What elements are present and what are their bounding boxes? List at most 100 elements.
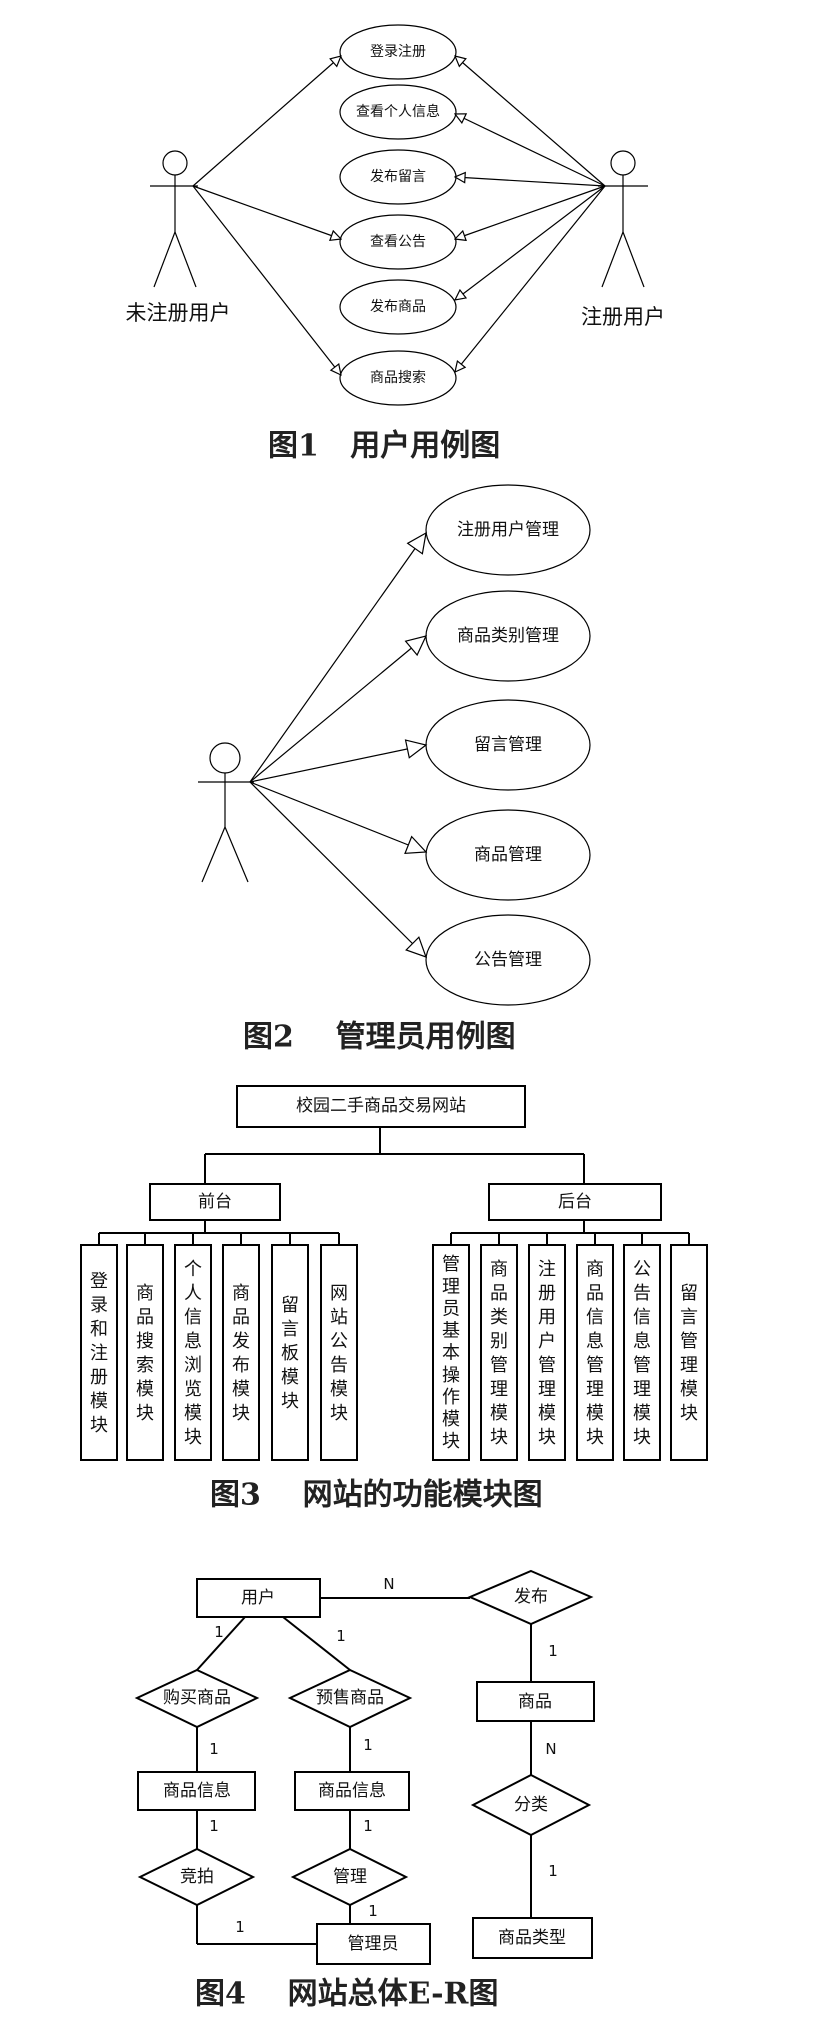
front-module-label: 个人信息浏览模块 <box>184 1259 202 1448</box>
root-box <box>236 1085 526 1128</box>
figure-4-caption: 图4 网站总体E-R图 <box>195 1977 498 2012</box>
front-module-label: 留言板模块 <box>281 1295 299 1412</box>
front-module-label: 商品发布模块 <box>232 1283 250 1424</box>
usecase-ellipse <box>339 350 457 406</box>
usecase-ellipse <box>339 214 457 270</box>
front-module-label: 网站公告模块 <box>330 1283 348 1424</box>
back-module-label: 公告信息管理模块 <box>633 1259 651 1448</box>
usecase-label: 查看个人信息 <box>356 103 440 120</box>
figure-3-module-tree <box>80 1085 708 1461</box>
front-module-label: 商品搜索模块 <box>136 1283 154 1424</box>
front-module-label: 登录和注册模块 <box>90 1271 108 1436</box>
usecase-label: 公告管理 <box>474 950 542 970</box>
actor-left-label: 未注册用户 <box>126 301 231 325</box>
cardinality-label: N <box>545 1740 556 1758</box>
module-box <box>623 1244 661 1461</box>
figure-2-caption: 图2 管理员用例图 <box>243 1020 516 1055</box>
usecase-label: 留言管理 <box>474 735 542 755</box>
actor-unregistered-user <box>150 150 198 288</box>
usecase-ellipse <box>425 914 591 1006</box>
module-box <box>174 1244 212 1461</box>
back-label: 后台 <box>558 1192 592 1212</box>
figure-2-admin-use-case <box>198 484 591 1006</box>
cardinality-label: 1 <box>368 1902 378 1920</box>
actor-right-label: 注册用户 <box>581 305 665 329</box>
relation-diamond <box>287 1668 413 1729</box>
cardinality-label: 1 <box>336 1627 346 1645</box>
usecase-ellipse <box>339 279 457 335</box>
entity-goods-info-label: 商品信息 <box>163 1781 231 1801</box>
relation-diamond <box>137 1847 256 1907</box>
back-module-label: 商品信息管理模块 <box>586 1259 604 1448</box>
entity-user-label: 用户 <box>241 1588 275 1608</box>
cardinality-label: 1 <box>209 1817 219 1835</box>
relation-presale-label: 预售商品 <box>316 1688 384 1708</box>
module-box <box>126 1244 164 1461</box>
entity-box <box>196 1578 321 1618</box>
usecase-ellipse <box>339 24 457 80</box>
figure-4-labels: 用户 商品 商品信息 商品信息 商品类型 管理员 发布 购买商品 预售商品 竞拍… <box>163 1575 566 2012</box>
entity-box <box>472 1917 593 1959</box>
root-label: 校园二手商品交易网站 <box>296 1096 466 1116</box>
usecase-label: 查看公告 <box>370 234 426 250</box>
usecase-label: 注册用户管理 <box>457 520 559 540</box>
cardinality-label: 1 <box>363 1817 373 1835</box>
entity-goods-label: 商品 <box>518 1692 552 1712</box>
module-box <box>576 1244 614 1461</box>
cardinality-label: 1 <box>235 1918 245 1936</box>
figure-1-user-use-case <box>150 24 648 406</box>
entity-admin-label: 管理员 <box>348 1934 399 1954</box>
relation-classify-label: 分类 <box>514 1795 548 1815</box>
usecase-label: 登录注册 <box>370 44 426 60</box>
entity-goods-type-label: 商品类型 <box>498 1928 566 1948</box>
front-box <box>149 1183 281 1221</box>
relation-diamond <box>134 1668 260 1729</box>
entity-box <box>476 1681 595 1722</box>
relation-diamond <box>290 1847 409 1907</box>
module-box <box>222 1244 260 1461</box>
back-module-label: 管理员基本操作模块 <box>442 1254 460 1452</box>
figure-1-labels: 未注册用户 注册用户 登录注册 查看个人信息 发布留言 查看公告 发布商品 商品… <box>126 44 666 464</box>
cardinality-label: 1 <box>363 1736 373 1754</box>
figure-1-caption: 图1 用户用例图 <box>268 429 500 464</box>
cardinality-label: 1 <box>548 1642 558 1660</box>
entity-box <box>294 1771 410 1811</box>
usecase-ellipse <box>339 84 457 140</box>
relation-diamond <box>467 1569 594 1626</box>
usecase-label: 发布留言 <box>370 169 426 185</box>
figure-4-er-diagram <box>134 1569 595 1965</box>
module-box <box>480 1244 518 1461</box>
usecase-ellipse <box>425 809 591 901</box>
usecase-label: 商品管理 <box>474 845 542 865</box>
back-box <box>488 1183 662 1221</box>
usecase-label: 发布商品 <box>370 299 426 315</box>
cardinality-label: 1 <box>214 1623 224 1641</box>
usecase-label: 商品类别管理 <box>457 626 559 646</box>
cardinality-label: 1 <box>548 1862 558 1880</box>
module-box <box>80 1244 118 1461</box>
cardinality-label: N <box>383 1575 394 1593</box>
module-box <box>528 1244 566 1461</box>
relation-bid-label: 竞拍 <box>180 1867 214 1887</box>
relation-diamond <box>470 1773 592 1837</box>
module-box <box>432 1244 470 1461</box>
relation-manage-label: 管理 <box>333 1867 367 1887</box>
module-box <box>670 1244 708 1461</box>
entity-box <box>137 1771 256 1811</box>
module-box <box>271 1244 309 1461</box>
back-module-label: 留言管理模块 <box>680 1283 698 1424</box>
module-box <box>320 1244 358 1461</box>
back-module-label: 商品类别管理模块 <box>490 1259 508 1448</box>
figure-3-caption: 图3 网站的功能模块图 <box>210 1478 543 1513</box>
relation-publish-label: 发布 <box>514 1587 548 1607</box>
actor-admin <box>198 742 254 883</box>
usecase-label: 商品搜索 <box>370 369 426 386</box>
entity-box <box>316 1923 431 1965</box>
usecase-ellipse <box>425 484 591 576</box>
actor-registered-user <box>598 150 648 288</box>
figure-3-labels: 校园二手商品交易网站 前台 后台 登录和注册模块 商品搜索模块 个人信息浏览模块… <box>90 1096 698 1513</box>
cardinality-label: 1 <box>209 1740 219 1758</box>
back-module-label: 注册用户管理模块 <box>538 1259 556 1448</box>
figure-2-labels: 注册用户管理 商品类别管理 留言管理 商品管理 公告管理 图2 管理员用例图 <box>243 520 559 1055</box>
